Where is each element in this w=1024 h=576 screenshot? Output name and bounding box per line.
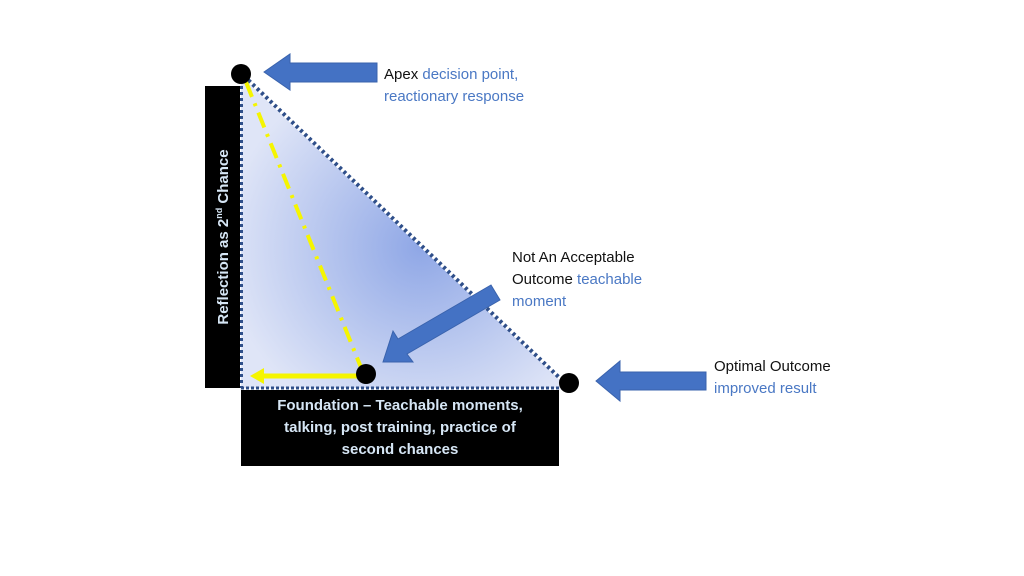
optimal-accent: improved result <box>714 380 817 397</box>
apex-arrow-icon <box>263 53 378 91</box>
not-acceptable-label: Not An Acceptable Outcome teachable mome… <box>512 247 642 313</box>
apex-node[interactable] <box>231 64 251 84</box>
yellow-dashdot-path <box>244 81 364 371</box>
reflection-label-sup: nd <box>213 207 224 219</box>
not-acceptable-accent-2: moment <box>512 293 567 310</box>
not-acceptable-accent: teachable <box>577 271 643 288</box>
apex-label: Apex decision point, reactionary respons… <box>384 64 524 108</box>
optimal-arrow-icon <box>595 359 707 403</box>
foundation-line-2: talking, post training, practice of <box>284 419 516 436</box>
not-acceptable-line-2: Outcome <box>512 271 573 288</box>
hypotenuse-edge <box>242 74 568 386</box>
reflection-label-pre: Reflection as 2 <box>214 218 232 325</box>
reflection-label: Reflection as 2nd Chance <box>214 149 232 324</box>
apex-accent-1: decision point, <box>422 66 519 83</box>
foundation-box: Foundation – Teachable moments, talking,… <box>241 390 559 466</box>
reflection-box: Reflection as 2nd Chance <box>205 86 240 388</box>
foundation-line-1: Foundation – Teachable moments, <box>277 397 523 414</box>
reflection-label-post: Chance <box>214 149 232 208</box>
yellow-arrowhead-icon <box>250 368 264 384</box>
teachable-arrow-icon <box>382 284 501 363</box>
apex-accent-2: reactionary response <box>384 88 525 105</box>
not-acceptable-line-1: Not An Acceptable <box>512 249 635 266</box>
teachable-node[interactable] <box>356 364 376 384</box>
optimal-node[interactable] <box>559 373 579 393</box>
optimal-label: Optimal Outcome improved result <box>714 356 831 400</box>
apex-lead: Apex <box>384 66 419 83</box>
foundation-line-3: second chances <box>341 441 459 458</box>
optimal-line-1: Optimal Outcome <box>714 358 831 375</box>
